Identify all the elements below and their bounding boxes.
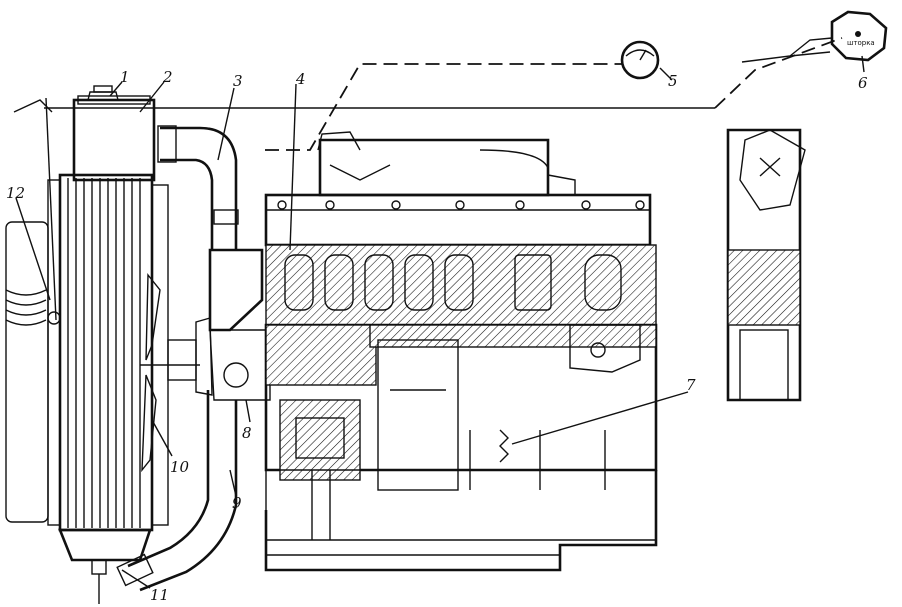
block-studs: [469, 430, 606, 490]
cylinder-head: [264, 193, 652, 247]
water-pump-pulley: [223, 362, 249, 388]
temperature-gauge: [620, 40, 660, 80]
cylinder-liner: [377, 339, 459, 491]
radiator-tubes: [67, 178, 141, 528]
water-pump: [208, 248, 271, 401]
radiator-bottom-tank: [58, 528, 152, 562]
fan-blade-upper: [145, 273, 161, 361]
radiator-shutters: [5, 221, 49, 523]
callout-1: 1: [120, 68, 130, 86]
callout-5: 5: [668, 72, 678, 90]
knob-label: шторка: [847, 39, 875, 47]
filler-cap: [87, 91, 119, 101]
callout-4: 4: [295, 70, 306, 88]
fan-hub: [167, 339, 197, 381]
fan-pulley: [195, 317, 213, 396]
callout-6: 6: [858, 74, 868, 92]
callout-9: 9: [232, 494, 242, 512]
upper-hose: [157, 125, 239, 250]
callout-labels: 1 2 3 4 5 6 7 8 9 10 11 12: [6, 68, 868, 604]
block-drain-valve: [499, 429, 509, 463]
radiator-core: [58, 173, 154, 532]
callout-11: 11: [150, 586, 169, 604]
callout-3: 3: [233, 72, 243, 90]
gauge-capillary: [265, 63, 622, 151]
shutter-rod: [45, 97, 57, 321]
callout-8: 8: [242, 424, 252, 442]
callout-7: 7: [686, 376, 696, 394]
valve-ports: [284, 254, 622, 311]
piston: [279, 399, 361, 481]
leader-lines: [15, 55, 865, 589]
end-section-view: [726, 128, 806, 402]
radiator: [5, 85, 169, 604]
oil-pan: [264, 470, 658, 572]
shutter-control-knob: шторка: [741, 10, 888, 63]
thermostat-housing: [739, 129, 806, 211]
callout-10: 10: [170, 458, 190, 476]
drain-cock: [91, 559, 107, 575]
lower-hose: [116, 390, 238, 592]
engine-block: [264, 131, 658, 572]
fan: [140, 273, 213, 473]
shutter-cable: [714, 37, 843, 109]
fan-blade-lower: [141, 374, 157, 473]
valve-cover: [318, 138, 550, 197]
callout-12: 12: [6, 184, 25, 202]
callout-2: 2: [162, 68, 173, 86]
radiator-top-tank: [72, 98, 156, 182]
